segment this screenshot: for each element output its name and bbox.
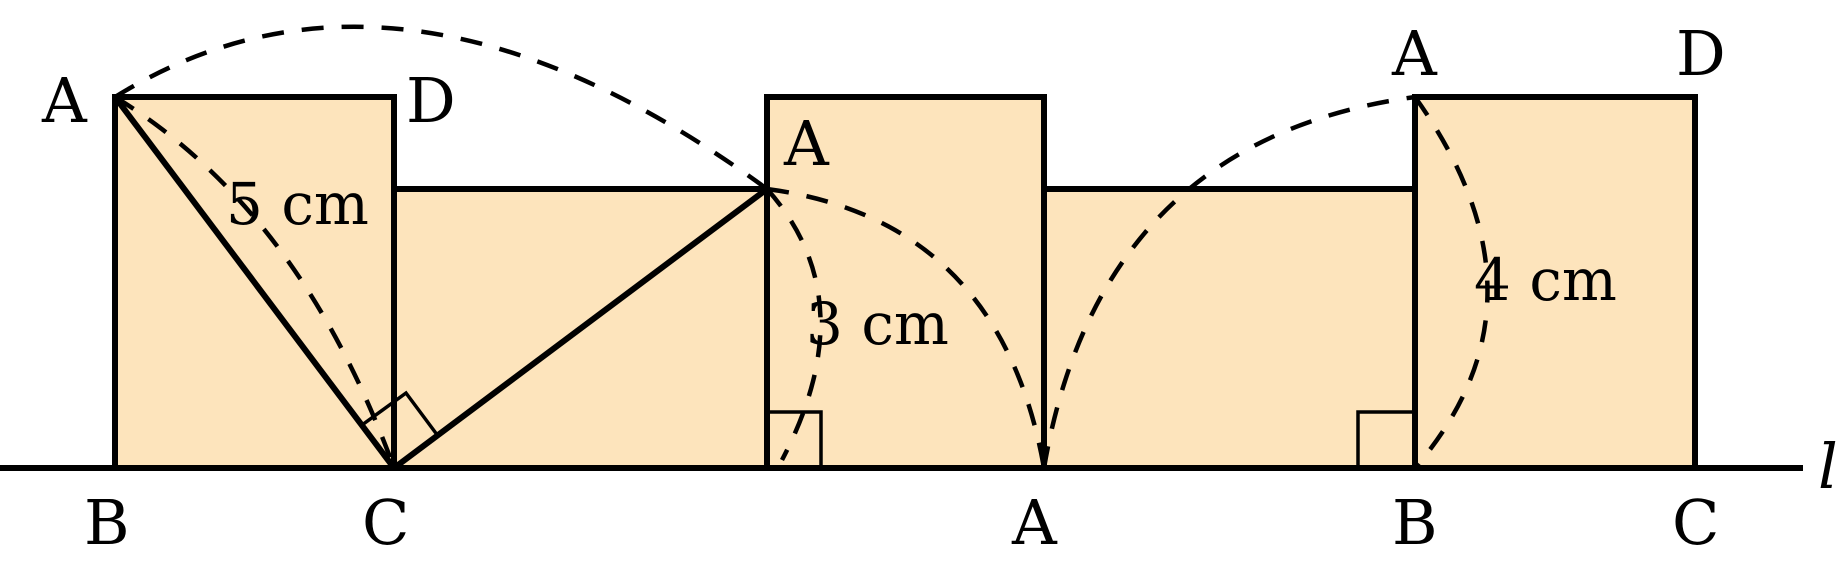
measure-4cm: 4 cm [1474,246,1617,314]
diagonal-AC [112,95,397,470]
label-A-1: A [41,64,88,137]
rect-3-fill [767,97,1044,468]
arc-3cm [765,187,823,462]
label-C-2: C [1672,486,1719,559]
rect-5-outline [1412,94,1698,468]
label-A-4: A [1391,17,1438,90]
rect-3-outline [764,94,1047,468]
arc-5cm [113,95,397,469]
right-angle-mark-B [1356,410,1415,468]
measure-5cm: 5 cm [226,170,369,238]
arc-mid [766,186,1047,469]
label-C-1: C [362,486,409,559]
rect-4-fill [1044,189,1415,468]
label-D-2: D [1676,17,1726,90]
label-B-2: B [1392,486,1438,559]
arc-large [113,24,769,191]
measure-3cm: 3 cm [806,290,949,358]
arc-right [1041,94,1416,469]
rect-1-outline [112,94,397,468]
label-B-1: B [84,486,130,559]
right-angle-mark-3cm [767,410,823,468]
label-line-l: l [1818,430,1838,503]
label-A-2: A [783,107,830,180]
arc-4cm [1413,95,1490,470]
label-A-3: A [1011,486,1058,559]
diagonal-CA [392,186,769,471]
right-angle-mark-C [360,390,440,438]
rect-5-fill [1415,97,1695,468]
label-D-1: D [406,64,456,137]
